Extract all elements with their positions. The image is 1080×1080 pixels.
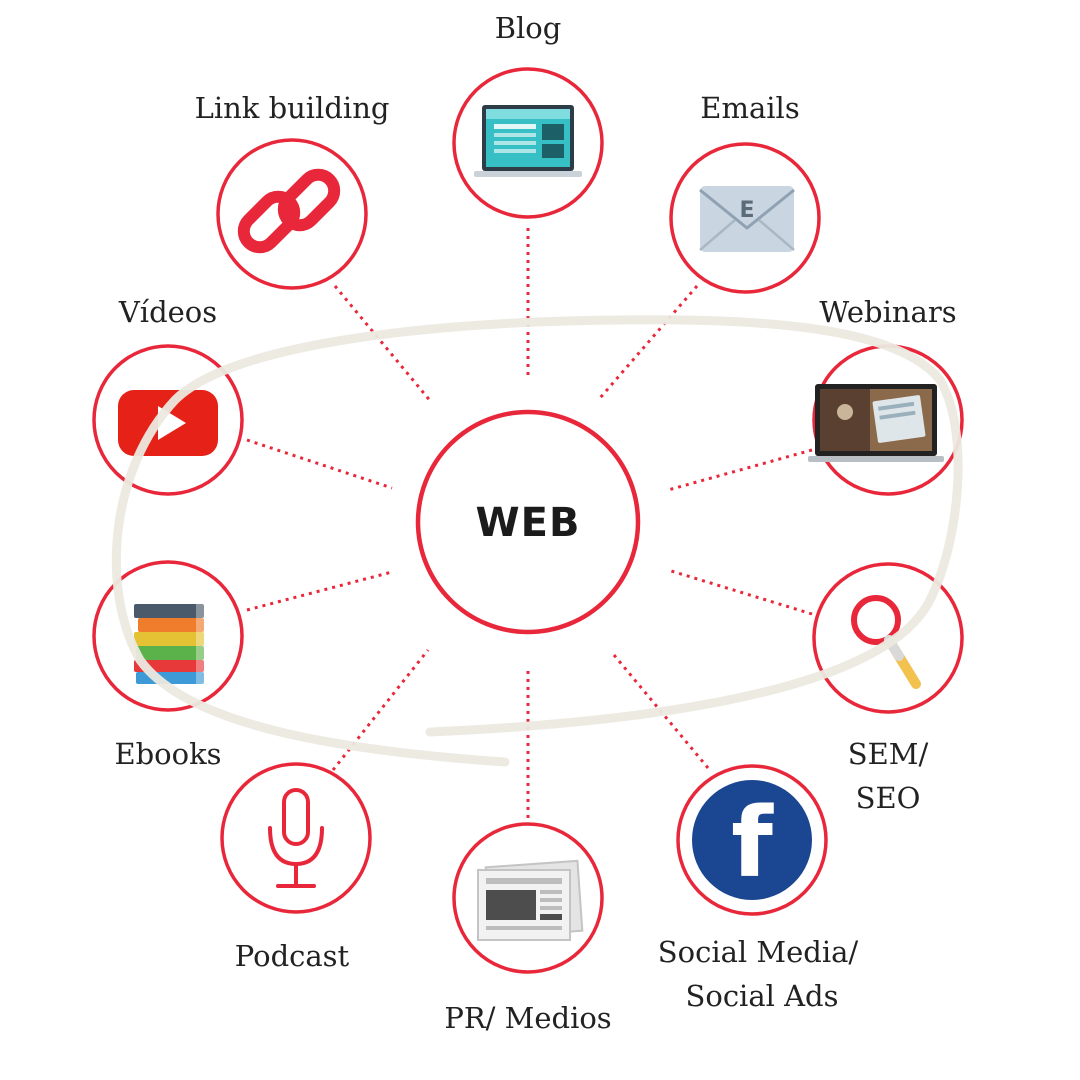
connector-ebooks [246, 570, 393, 612]
label-podcast: Podcast [234, 939, 350, 973]
envelope-icon: E [699, 186, 795, 252]
label-emails: Emails [700, 91, 800, 125]
label-link-building: Link building [194, 91, 390, 125]
connector-podcast [331, 649, 430, 771]
svg-text:E: E [739, 198, 754, 223]
microphone-icon [268, 788, 324, 888]
center-ring [415, 409, 641, 635]
chain-link-icon [237, 168, 341, 254]
svg-text:f: f [731, 787, 774, 899]
label-social-line1: Social Media/ [657, 935, 859, 969]
laptop-blog-icon [474, 105, 582, 177]
label-pr: PR/ Medios [444, 1001, 612, 1035]
connector-videos [246, 438, 393, 490]
ring-podcast [220, 762, 372, 914]
label-ebooks: Ebooks [114, 737, 222, 771]
connector-webinars [667, 448, 813, 492]
highlight-loop [111, 315, 963, 767]
connectors [246, 228, 813, 818]
label-social-line2: Social Ads [685, 979, 839, 1013]
label-blog: Blog [494, 11, 562, 45]
label-sem-seo-line2: SEO [855, 781, 921, 815]
center-web-label: WEB [475, 500, 581, 546]
newspaper-icon [477, 859, 584, 941]
laptop-webinar-icon [808, 384, 944, 462]
connector-link-building [333, 285, 434, 404]
facebook-icon: f [692, 780, 812, 900]
youtube-play-icon [118, 390, 218, 456]
label-sem-seo-line1: SEM/ [847, 737, 929, 771]
connector-sem-seo [667, 568, 813, 616]
label-videos: Vídeos [118, 295, 218, 329]
connector-emails [598, 285, 699, 399]
label-webinars: Webinars [819, 295, 957, 329]
